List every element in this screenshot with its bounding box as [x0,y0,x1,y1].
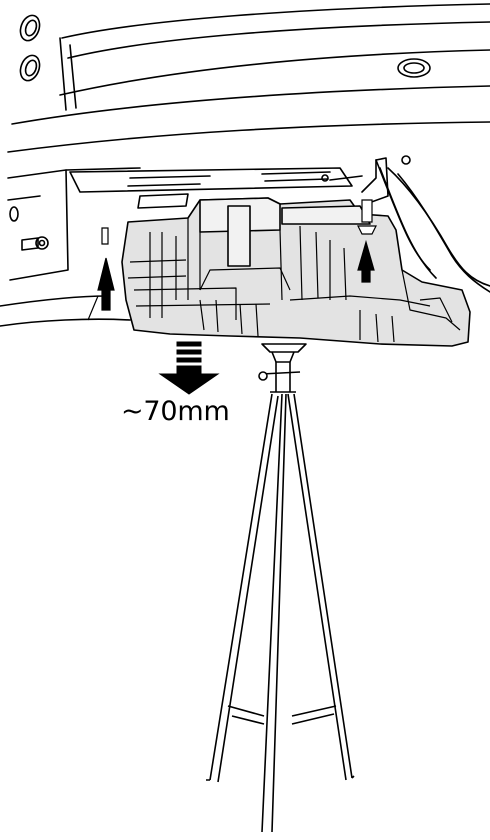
vehicle-underbody [0,3,490,327]
up-arrow-icon [357,199,377,283]
jack-stand-icon [206,343,355,833]
up-arrow-icon [87,227,115,321]
down-arrow-icon [158,341,220,395]
lower-distance-label: ~70mm [121,396,230,427]
transmission-housing [121,197,471,347]
